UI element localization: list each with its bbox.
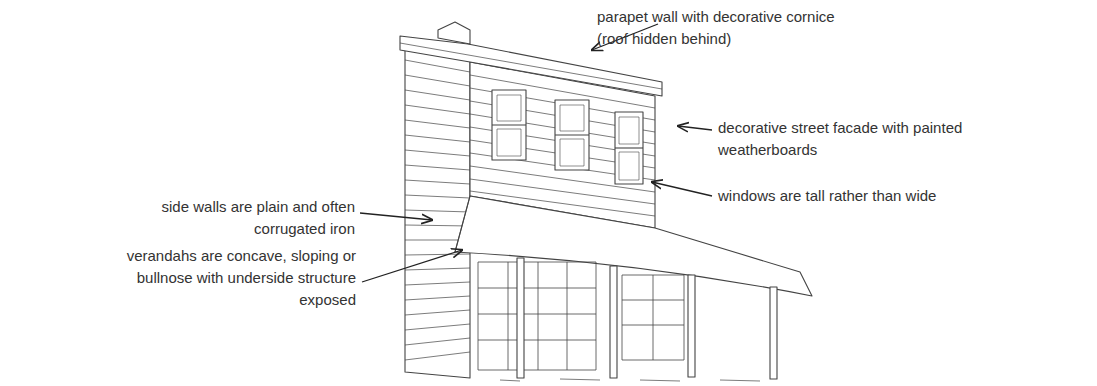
weatherboards	[470, 75, 655, 216]
side-wall	[405, 45, 470, 378]
callout-label: windows are tall rather than wide	[718, 185, 1018, 207]
cornice-corner	[438, 22, 470, 44]
verandah-posts	[517, 258, 777, 379]
callout-label: parapet wall with decorative cornice (ro…	[597, 6, 859, 50]
ground-marks	[500, 379, 760, 381]
upper-windows	[492, 90, 643, 184]
side-wall-boards	[405, 60, 470, 360]
verandah-roof	[455, 196, 812, 296]
callout-label: decorative street facade with painted we…	[718, 117, 1018, 161]
shopfront-windows	[478, 262, 684, 370]
callout-label: verandahs are concave, sloping or bullno…	[94, 245, 356, 311]
callout-label: side walls are plain and often corrugate…	[155, 196, 355, 240]
leader-arrows	[360, 24, 712, 282]
